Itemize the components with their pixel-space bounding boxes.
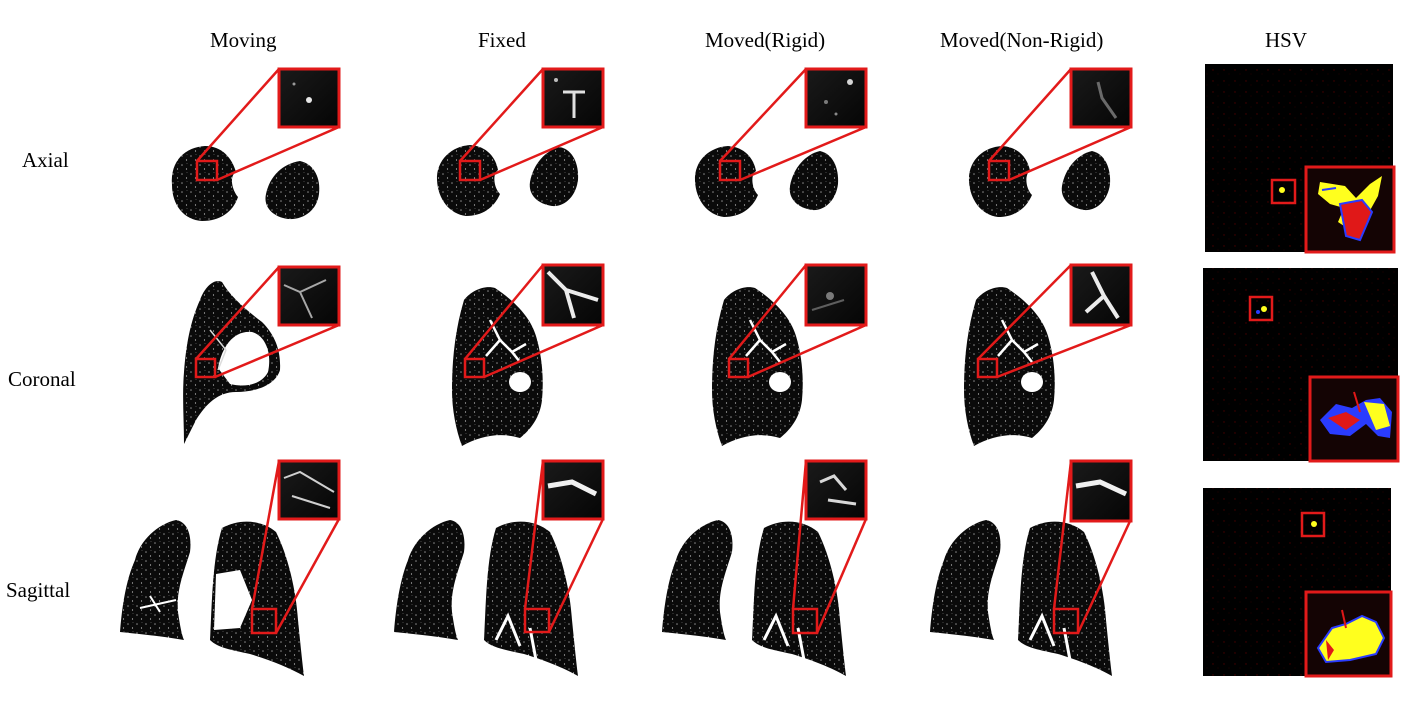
- axial-hsv-panel: [1205, 64, 1396, 254]
- row-label-axial: Axial: [22, 148, 69, 172]
- coronal-fixed-panel: [452, 263, 605, 446]
- sagittal-moved-rigid-panel: [662, 459, 868, 676]
- coronal-moved-nonrigid-panel: [964, 263, 1133, 446]
- coronal-moved-rigid-panel: [712, 263, 868, 446]
- axial-fixed-panel: [436, 67, 605, 216]
- sagittal-moved-nonrigid-panel: [930, 459, 1133, 676]
- sagittal-fixed-panel: [394, 459, 605, 676]
- coronal-moving-panel: [183, 265, 341, 444]
- column-header-moving: Moving: [210, 28, 277, 52]
- sagittal-moving-panel: [120, 459, 341, 676]
- column-header-hsv: HSV: [1265, 28, 1308, 52]
- column-header-moved-nonrigid: Moved(Non-Rigid): [940, 28, 1104, 52]
- column-header-moved-rigid: Moved(Rigid): [705, 28, 826, 52]
- axial-moved-nonrigid-panel: [968, 67, 1133, 217]
- coronal-hsv-panel: [1203, 268, 1400, 463]
- column-header-fixed: Fixed: [478, 28, 526, 52]
- sagittal-hsv-panel: [1203, 488, 1393, 678]
- row-label-coronal: Coronal: [8, 367, 76, 391]
- axial-moving-panel: [171, 67, 341, 221]
- row-label-sagittal: Sagittal: [6, 578, 71, 602]
- axial-moved-rigid-panel: [694, 67, 868, 217]
